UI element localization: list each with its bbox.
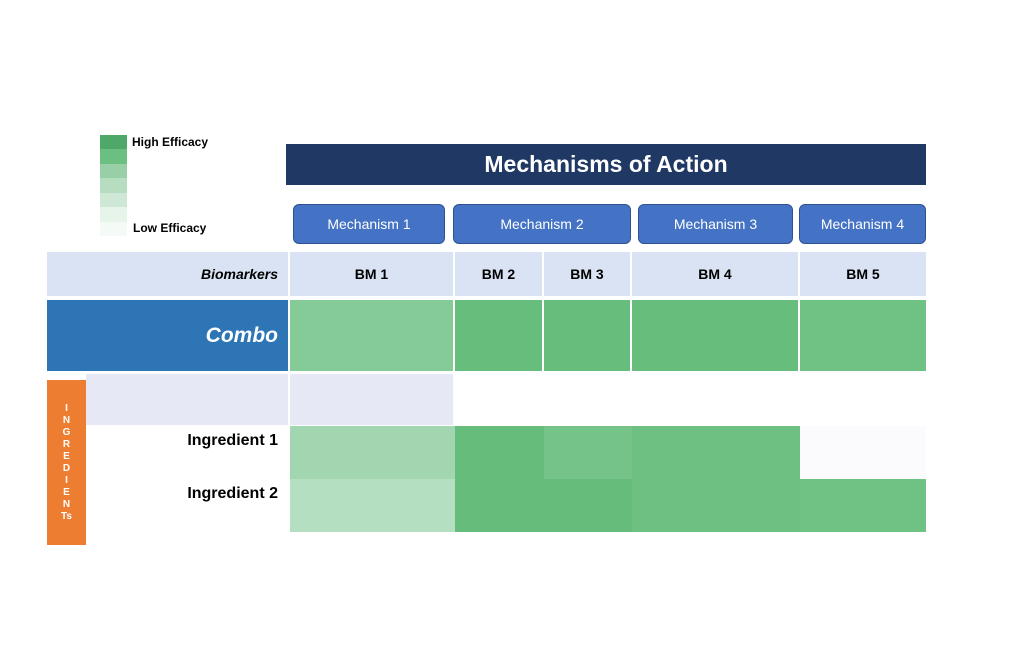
- legend-swatch: [100, 178, 127, 193]
- biomarker-bm2: BM 2: [455, 252, 542, 296]
- combo-cell-bm4: [632, 300, 798, 371]
- combo-row-label: Combo: [47, 300, 288, 371]
- ingredient-2-cell-bm4: [632, 479, 800, 532]
- ingredients-side-letter: E: [63, 450, 70, 462]
- ingredient-2-cell-bm1: [290, 479, 455, 532]
- legend-low-label: Low Efficacy: [133, 221, 207, 235]
- mechanism-2-box: Mechanism 2: [453, 204, 631, 244]
- ingredient-1-cell-bm3: [544, 426, 632, 479]
- ingredients-side-letter: I: [65, 474, 68, 486]
- mechanism-4-box: Mechanism 4: [799, 204, 926, 244]
- legend-swatch: [100, 135, 127, 150]
- ingredient-2-cell-bm5: [800, 479, 926, 532]
- biomarker-bm5: BM 5: [800, 252, 926, 296]
- legend-swatch: [100, 192, 127, 208]
- ingredients-side-letter: Ts: [61, 510, 72, 522]
- combo-cell-bm1: [290, 300, 453, 371]
- ingredient-1-label: Ingredient 1: [187, 432, 278, 449]
- biomarker-bm1: BM 1: [290, 252, 453, 296]
- separator-band-divider: [288, 374, 290, 425]
- mechanisms-of-action-header: Mechanisms of Action: [286, 144, 926, 185]
- ingredients-side-letter: G: [62, 426, 71, 438]
- mechanism-1-box: Mechanism 1: [293, 204, 445, 244]
- combo-cell-bm2: [455, 300, 542, 371]
- combo-cell-bm5: [800, 300, 926, 371]
- ingredient-2-label: Ingredient 2: [187, 485, 278, 502]
- legend-swatch: [100, 163, 127, 179]
- ingredient-2-cell-bm2: [455, 479, 544, 532]
- separator-band: [86, 374, 453, 425]
- legend-high-label: High Efficacy: [132, 135, 209, 149]
- biomarker-bm3: BM 3: [544, 252, 630, 296]
- biomarkers-row-label: Biomarkers: [47, 252, 288, 296]
- legend: High Efficacy Low Efficacy: [100, 135, 230, 240]
- legend-swatch: [100, 207, 127, 222]
- mechanism-3-box: Mechanism 3: [638, 204, 793, 244]
- biomarker-bm4: BM 4: [632, 252, 798, 296]
- ingredient-1-cell-bm4: [632, 426, 800, 479]
- ingredients-side-letter: I: [65, 402, 68, 414]
- legend-swatch: [100, 221, 127, 236]
- ingredient-1-cell-bm2: [455, 426, 544, 479]
- ingredients-side-letter: D: [62, 462, 71, 474]
- legend-color-scale: [100, 135, 127, 236]
- combo-cell-bm3: [544, 300, 630, 371]
- ingredients-side-letter: N: [62, 414, 71, 426]
- ingredients-side-letter: N: [62, 498, 71, 510]
- ingredients-side-letter: R: [62, 438, 71, 450]
- ingredient-1-cell-bm1: [290, 426, 455, 479]
- ingredient-1-cell-bm5: [800, 426, 926, 479]
- ingredients-side-letter: E: [63, 486, 70, 498]
- ingredient-2-cell-bm3: [544, 479, 632, 532]
- legend-swatch: [100, 149, 127, 164]
